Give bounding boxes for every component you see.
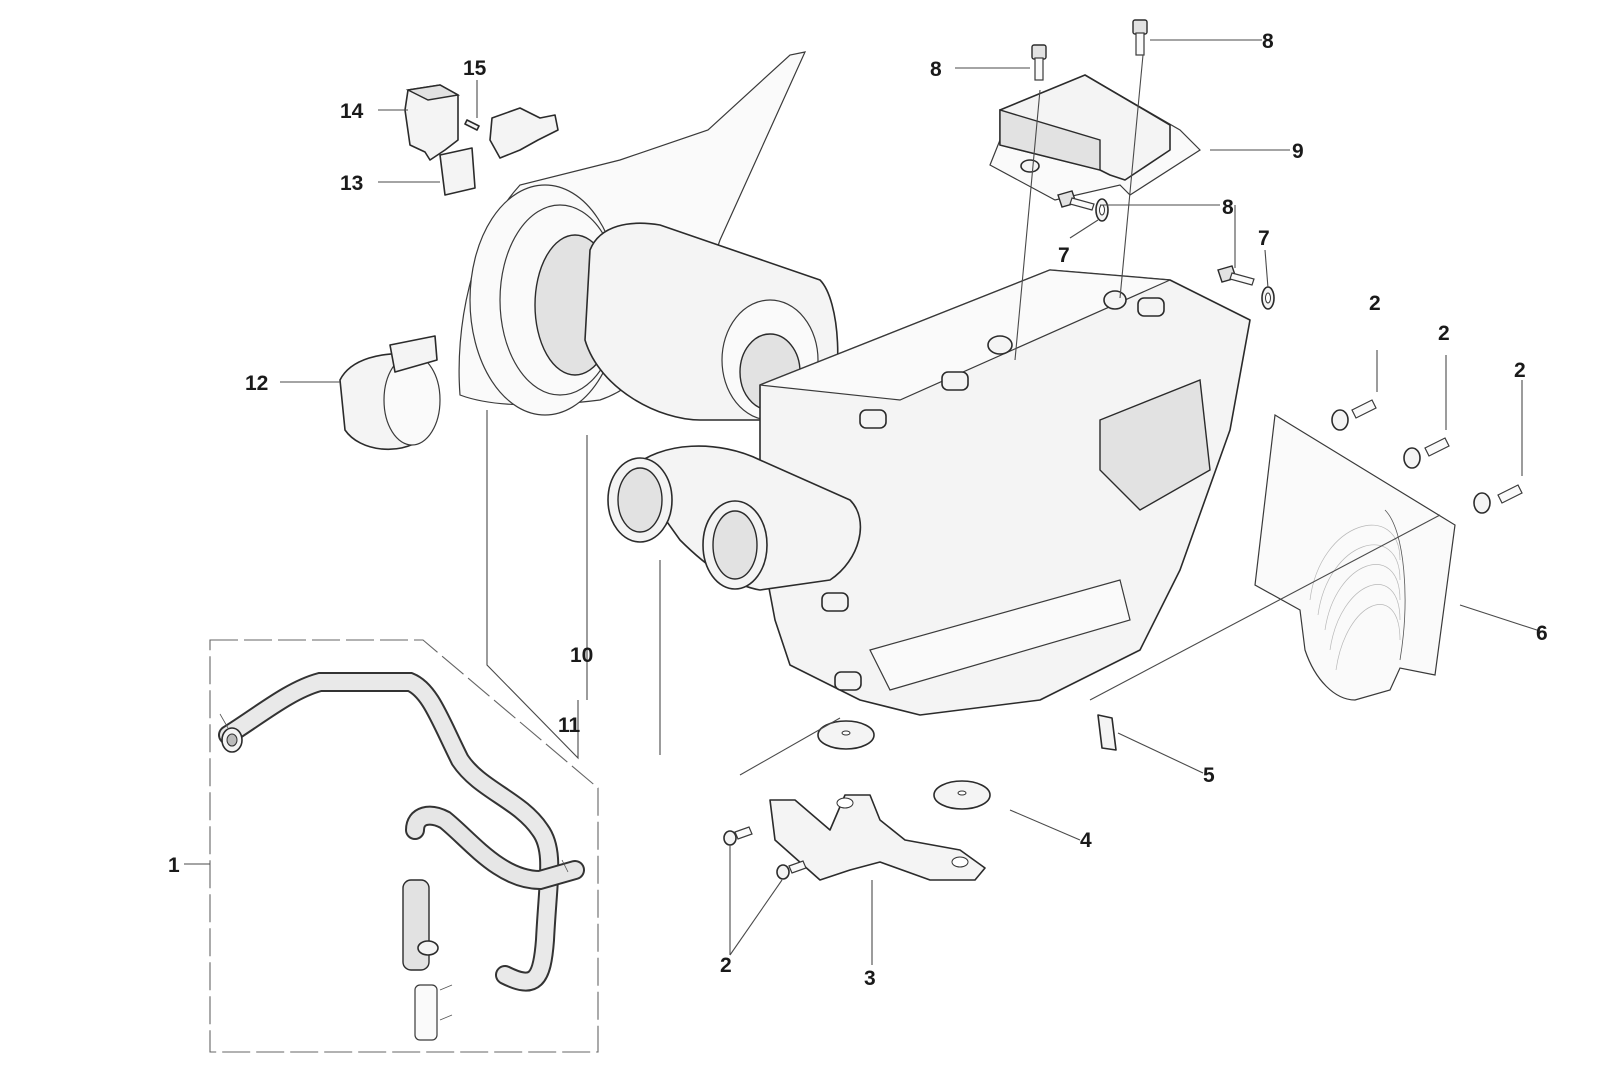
callout-9: 9	[1292, 140, 1304, 163]
screws-2-right	[1331, 399, 1523, 514]
callout-2: 2	[1438, 322, 1450, 345]
relay-holder	[439, 147, 476, 196]
side-cover-plate	[1254, 413, 1456, 701]
callout-5: 5	[1203, 764, 1215, 787]
callout-13: 13	[340, 172, 363, 195]
callout-7: 7	[1258, 227, 1270, 250]
rubber-washers-4	[817, 720, 991, 810]
callout-8: 8	[1222, 196, 1234, 219]
callout-3: 3	[864, 967, 876, 990]
breather-hose-main	[218, 672, 560, 992]
callout-labels: 1 2 2 2 2 3 4 5 6 7 7 8 8 8 8 9 10 11 12…	[168, 30, 1548, 990]
filter-assembly	[458, 51, 839, 421]
intake-ducts	[607, 445, 862, 591]
bracket-small	[489, 107, 559, 159]
screws-8	[1031, 19, 1255, 286]
clip-nut	[1097, 714, 1117, 751]
callout-4: 4	[1080, 829, 1092, 852]
screw-small	[464, 119, 480, 131]
callout-12: 12	[245, 372, 268, 395]
callout-8: 8	[930, 58, 942, 81]
breather-hose-kit	[209, 639, 599, 1053]
callout-2: 2	[1369, 292, 1381, 315]
callout-1: 1	[168, 854, 180, 877]
relay-group	[404, 84, 559, 196]
callout-8: 8	[1262, 30, 1274, 53]
callout-6: 6	[1536, 622, 1548, 645]
callout-2: 2	[720, 954, 732, 977]
mounting-bracket	[769, 794, 986, 881]
callout-2: 2	[1514, 359, 1526, 382]
leader-lines	[184, 39, 1544, 965]
airbox-body	[607, 269, 1251, 716]
callout-7: 7	[1058, 244, 1070, 267]
drain-cap	[339, 335, 441, 451]
callout-15: 15	[463, 57, 487, 80]
kit-frame	[209, 639, 599, 1053]
callout-11: 11	[558, 714, 581, 737]
callout-14: 14	[340, 100, 364, 123]
control-unit	[989, 74, 1201, 201]
screws-2-bracket	[723, 826, 807, 880]
callout-10: 10	[570, 644, 593, 667]
